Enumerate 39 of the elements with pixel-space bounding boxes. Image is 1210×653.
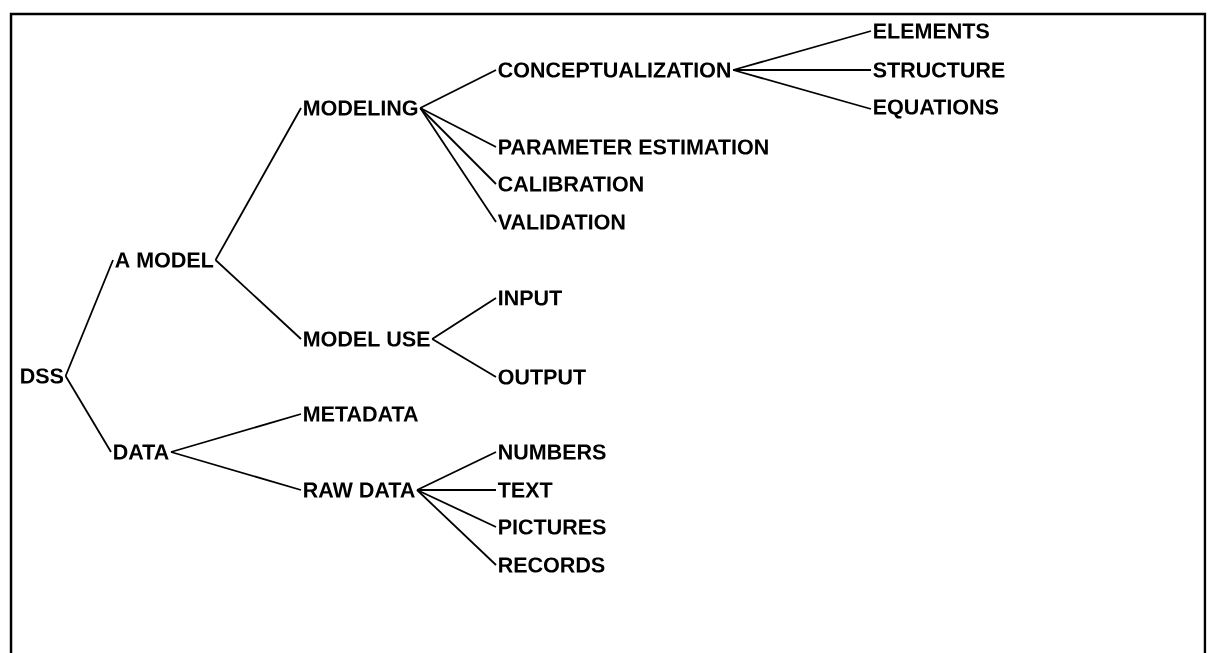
connector-line	[419, 107, 497, 148]
connector-line	[416, 489, 497, 528]
node-label: ELEMENTS	[874, 23, 989, 39]
connector-line	[170, 413, 302, 453]
connector-line	[732, 69, 872, 71]
node-label: OUTPUT	[498, 369, 586, 385]
connector-line	[170, 451, 302, 491]
node-label: STRUCTURE	[873, 62, 1005, 78]
connector-line	[431, 297, 497, 340]
node-label: MODEL USE	[304, 331, 430, 347]
node-label: TEXT	[497, 482, 553, 498]
connector-line	[732, 30, 872, 71]
node-label: RAW DATA	[304, 482, 415, 498]
node-label: NUMBERS	[499, 444, 606, 460]
connector-line	[64, 259, 114, 377]
node-label: MODELING	[304, 100, 418, 116]
connector-line	[214, 259, 302, 340]
connector-line	[732, 69, 872, 110]
node-label: VALIDATION	[497, 214, 625, 230]
connector-line	[419, 107, 497, 185]
node-label: PARAMETER ESTIMATION	[499, 139, 768, 155]
node-label: METADATA	[304, 406, 418, 422]
node-label: RECORDS	[499, 557, 605, 573]
node-label: DATA	[114, 444, 169, 460]
connector-line	[419, 107, 497, 223]
connector-line	[416, 489, 497, 491]
connector-line	[214, 107, 302, 261]
node-label: DSS	[21, 368, 64, 384]
connector-line	[416, 451, 497, 491]
node-label: CALIBRATION	[498, 176, 643, 192]
connector-line	[64, 375, 112, 453]
node-label: CONCEPTUALIZATION	[498, 62, 730, 78]
node-label: A MODEL	[115, 252, 214, 268]
node-label: EQUATIONS	[874, 99, 999, 119]
connector-line	[416, 489, 497, 566]
node-label: INPUT	[499, 290, 562, 306]
node-label: PICTURES	[499, 519, 606, 535]
connector-line	[419, 69, 497, 109]
connector-line	[431, 338, 497, 378]
